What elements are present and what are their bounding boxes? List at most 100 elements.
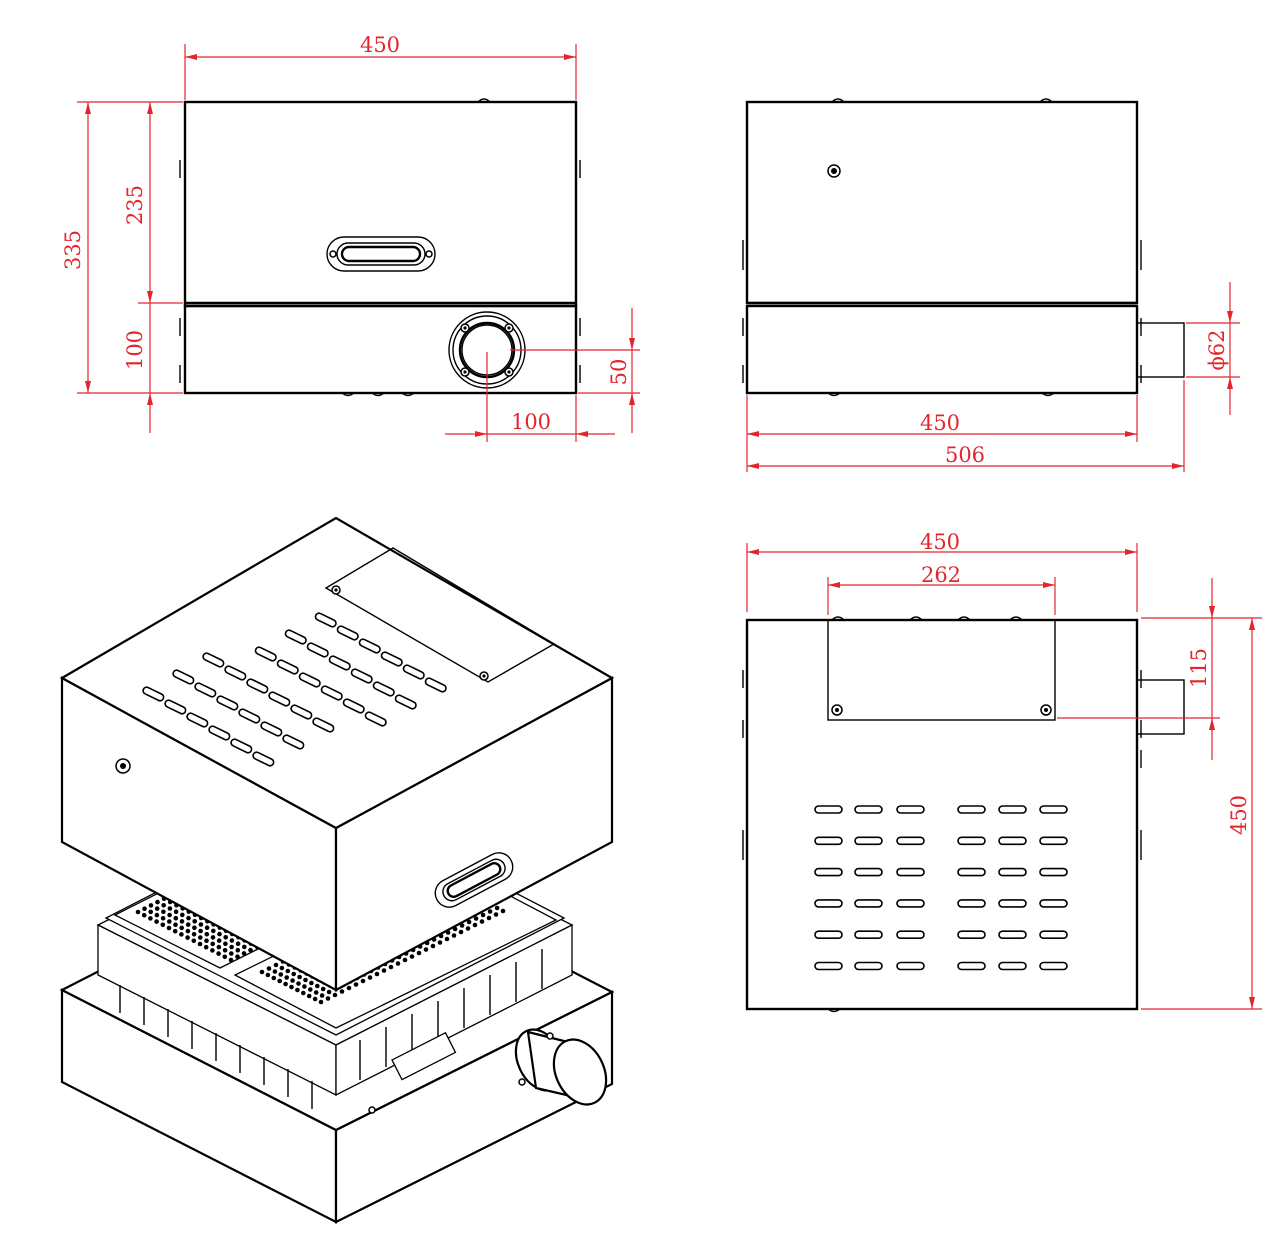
iso-vent-slot [268,691,291,707]
iso-vent-slot [358,638,381,654]
iso-vent-slot [380,651,403,667]
vent-slot [998,930,1027,940]
vent-slot [1039,899,1068,908]
iso-vent-slot [284,629,307,645]
top-access-panel [827,619,1056,721]
vent-slot [957,899,986,908]
iso-vent-slot [252,751,275,767]
dim-upper-height: 235 [123,185,147,225]
iso-handle-icon [434,852,514,908]
vent-slot [814,961,843,971]
iso-vent-slot [350,668,373,684]
dim-total-height: 335 [61,230,85,270]
iso-port-cylinder-icon [514,1028,608,1106]
vent-slot [896,899,925,908]
dim-lower-height: 100 [123,330,147,370]
vent-slot [854,961,883,971]
vent-slot [1039,961,1068,971]
dim-port-horizontal: 100 [511,410,551,434]
vent-slot [896,961,925,971]
top-view: 450 262 450 115 [742,530,1262,1013]
side-dimensions: 450 506 ϕ62 [746,282,1240,472]
vent-slot [854,836,883,846]
front-dimensions: 450 335 235 100 50 [61,33,640,442]
vent-slot [998,899,1027,908]
vent-slot [957,805,986,814]
iso-vent-slot [246,678,269,694]
iso-vent-slot [298,672,321,688]
vent-slot [896,930,925,940]
vent-slot [854,899,883,908]
tray-ribs [119,949,543,1109]
iso-vent-slot [372,681,395,697]
dim-port-diameter: ϕ62 [1205,329,1229,370]
iso-vent-slot [208,725,231,741]
front-view: 450 335 235 100 50 [61,33,640,442]
dim-port-vertical: 50 [607,359,631,386]
iso-vent-slot [142,686,165,702]
vent-slot [896,836,925,846]
iso-vent-slot [312,717,335,733]
vent-slot [896,867,925,877]
vent-slot [854,930,883,940]
vent-slot [957,867,986,877]
iso-vent-slot [394,694,417,710]
side-upper-housing [745,100,1139,305]
side-port-pipe [1136,322,1185,378]
iso-vent-slot [282,734,305,750]
iso-vent-slot [202,652,225,668]
iso-vent-slot [186,712,209,728]
iso-vent-slot [260,721,283,737]
iso-vent-slot [224,665,247,681]
iso-vent-slot [216,695,239,711]
top-housing [745,618,1139,1011]
iso-vent-slot [328,655,351,671]
iso-vent-slot [424,677,447,693]
iso-vent-slot [164,699,187,715]
iso-vent-slot [172,669,195,685]
vent-slot [1039,836,1068,846]
iso-vent-slot [230,738,253,754]
iso-vent-slot [254,646,277,662]
iso-vent-slot [238,708,261,724]
vent-slot [814,930,843,940]
dim-top-width: 450 [920,530,960,554]
top-dimensions: 450 262 450 115 [746,530,1262,1010]
dim-panel-width: 262 [921,563,961,587]
iso-vent-slot [194,682,217,698]
handle-icon [326,236,436,272]
vent-slot [998,961,1027,971]
vent-slot [1039,930,1068,940]
iso-vent-slot [276,659,299,675]
iso-vent-slot [306,642,329,658]
iso-vent-slot [342,698,365,714]
vent-slot [957,836,986,846]
top-port-pipe [1136,679,1185,735]
iso-vent-slot [402,664,425,680]
iso-vent-slot [336,625,359,641]
vent-slot [854,867,883,877]
front-upper-housing [183,100,578,308]
vent-slot [957,930,986,940]
iso-cover [59,516,615,992]
side-view: 450 506 ϕ62 [742,98,1240,472]
isometric-view [59,516,615,1224]
iso-vent-slots [142,612,447,767]
iso-vent-slot [290,704,313,720]
vent-slot [896,805,925,814]
vent-slot [814,805,843,814]
iso-vent-slot [320,685,343,701]
side-lower-base [745,304,1139,395]
dim-side-total-width: 506 [945,443,985,467]
vent-slots [814,805,1068,971]
vent-slot [998,805,1027,814]
dim-front-width: 450 [360,33,400,57]
dim-port-offset: 115 [1187,648,1211,688]
iso-vent-slot [364,711,387,727]
vent-slot [814,867,843,877]
vent-slot [1039,805,1068,814]
vent-slot [957,961,986,971]
vent-slot [814,899,843,908]
vent-slot [814,836,843,846]
